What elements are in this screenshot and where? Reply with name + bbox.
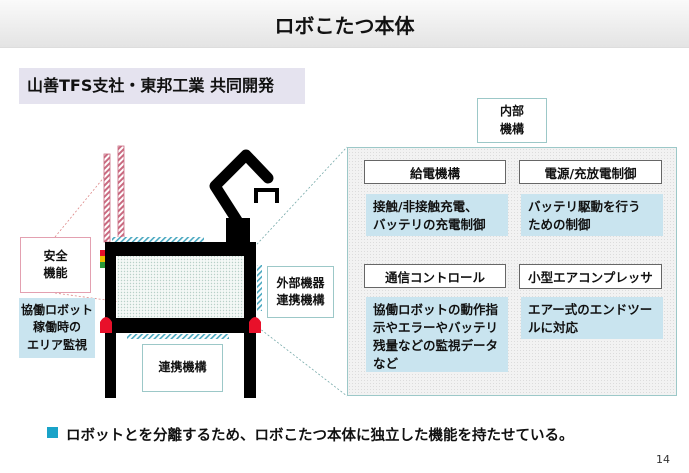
internal-text: 内部 機構 xyxy=(499,104,524,136)
area-monitor-label: 協働ロボット 稼働時の エリア監視 xyxy=(19,298,95,358)
summary-note: ロボットとを分離するため、ロボこたつ本体に独立した機能を持たせている。 xyxy=(66,428,574,444)
internal-mechanism-panel: 給電機構 電源/充放電制御 接触/非接触充電、 バッテリの充電制御 バッテリ駆動… xyxy=(347,147,677,396)
header-band xyxy=(0,0,689,48)
area-monitor-text: 協働ロボット 稼働時の エリア監視 xyxy=(20,302,93,352)
internal-mechanism-label: 内部 機構 xyxy=(477,98,547,143)
external-text: 外部機器 連携機構 xyxy=(276,275,325,307)
cell-header: 通信コントロール xyxy=(364,264,506,288)
bullet-icon xyxy=(47,427,58,438)
area-sensor-right xyxy=(249,317,261,333)
area-sensor-left xyxy=(100,317,112,333)
safety-text: 安全 機能 xyxy=(43,248,68,280)
subtitle: 山善TFS支社・東邦工業 共同開発 xyxy=(19,68,305,104)
cell-header: 電源/充放電制御 xyxy=(519,160,662,184)
robot-arm-icon xyxy=(209,149,279,228)
cell-body: 協働ロボットの動作指 示やエラーやバッテリ 残量などの監視データ など xyxy=(366,297,508,372)
link-mechanism-label: 連携機構 xyxy=(142,344,223,392)
cell-header: 給電機構 xyxy=(364,160,506,184)
page-number: 14 xyxy=(656,453,670,466)
cell-body: バッテリ駆動を行う ための制御 xyxy=(521,194,663,236)
external-link-label: 外部機器 連携機構 xyxy=(267,266,334,318)
cell-body: エアー式のエンドツー ルに対応 xyxy=(521,297,663,339)
link-text: 連携機構 xyxy=(158,360,207,375)
page-title: ロボこたつ本体 xyxy=(274,14,415,38)
cell-header: 小型エアコンプレッサ xyxy=(519,264,662,289)
sensor-pole xyxy=(117,145,125,243)
sensor-pole xyxy=(103,153,111,243)
safety-function-label: 安全 機能 xyxy=(20,237,91,293)
cell-body: 接触/非接触充電、 バッテリの充電制御 xyxy=(366,194,508,236)
